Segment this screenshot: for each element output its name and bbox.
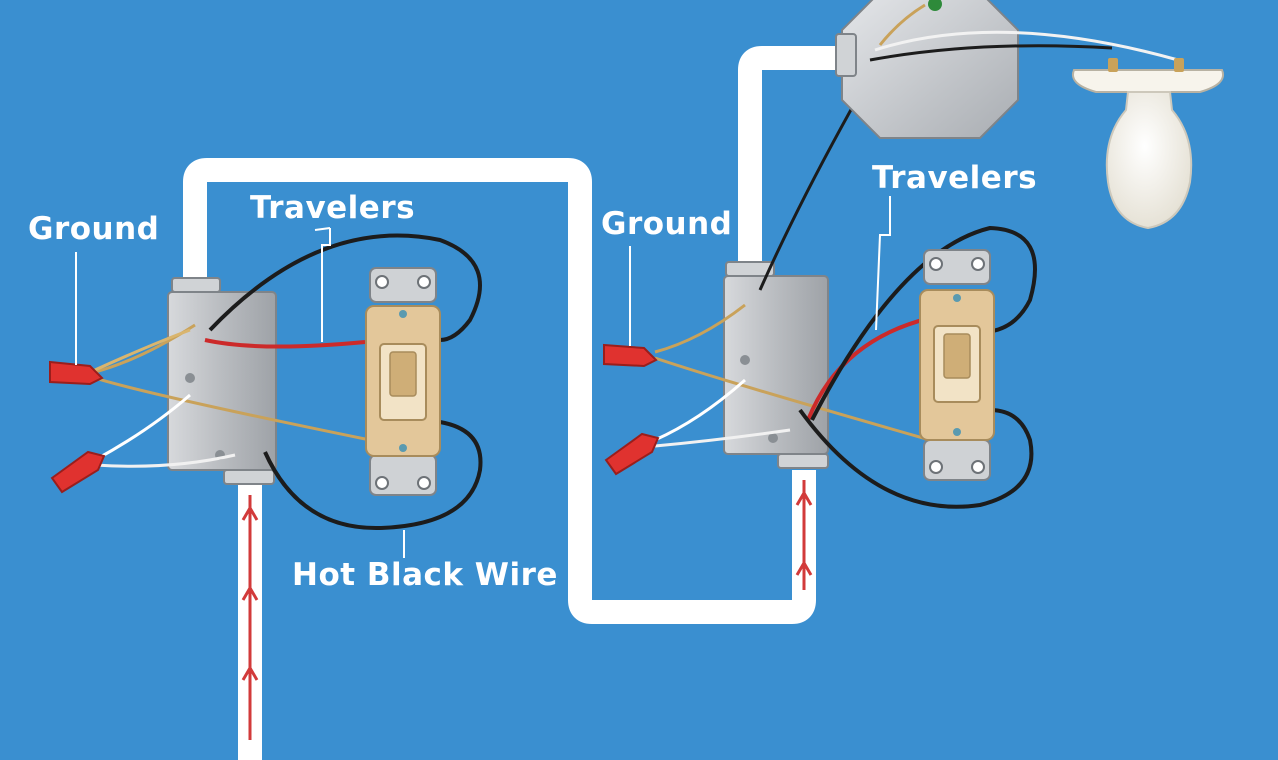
right-ground-wire-nut bbox=[603, 343, 658, 368]
left-three-way-switch-icon bbox=[365, 267, 441, 496]
light-bulb-icon bbox=[1072, 58, 1224, 230]
cable-between-switches bbox=[183, 158, 816, 624]
right-three-way-switch-icon bbox=[919, 249, 995, 481]
left-traveler-red bbox=[204, 338, 366, 349]
right-neutral-wire-nut bbox=[604, 432, 660, 476]
right-traveler-black-2 bbox=[798, 408, 1034, 509]
left-switch-assembly bbox=[49, 233, 483, 531]
label-travelers-left: Travelers bbox=[250, 190, 416, 226]
flow-arrows-left bbox=[241, 495, 259, 740]
label-travelers-right: Travelers bbox=[872, 160, 1038, 196]
right-traveler-red bbox=[806, 316, 931, 421]
left-hot-black-wire bbox=[263, 420, 483, 531]
left-traveler-black bbox=[208, 233, 482, 342]
left-neutral-wire-nut bbox=[50, 450, 106, 494]
label-leaders bbox=[75, 196, 891, 558]
flow-arrows-right bbox=[795, 480, 813, 590]
label-ground-left: Ground bbox=[28, 211, 160, 247]
label-ground-right: Ground bbox=[601, 206, 733, 242]
light-junction-box bbox=[835, 0, 1179, 139]
label-hot-black-wire: Hot Black Wire bbox=[292, 557, 558, 593]
cable-to-light-box bbox=[738, 46, 842, 268]
left-ground-wire-nut bbox=[49, 360, 104, 386]
right-switch-assembly bbox=[603, 89, 1037, 509]
left-electrical-box bbox=[167, 291, 277, 471]
right-traveler-black bbox=[810, 225, 1037, 421]
